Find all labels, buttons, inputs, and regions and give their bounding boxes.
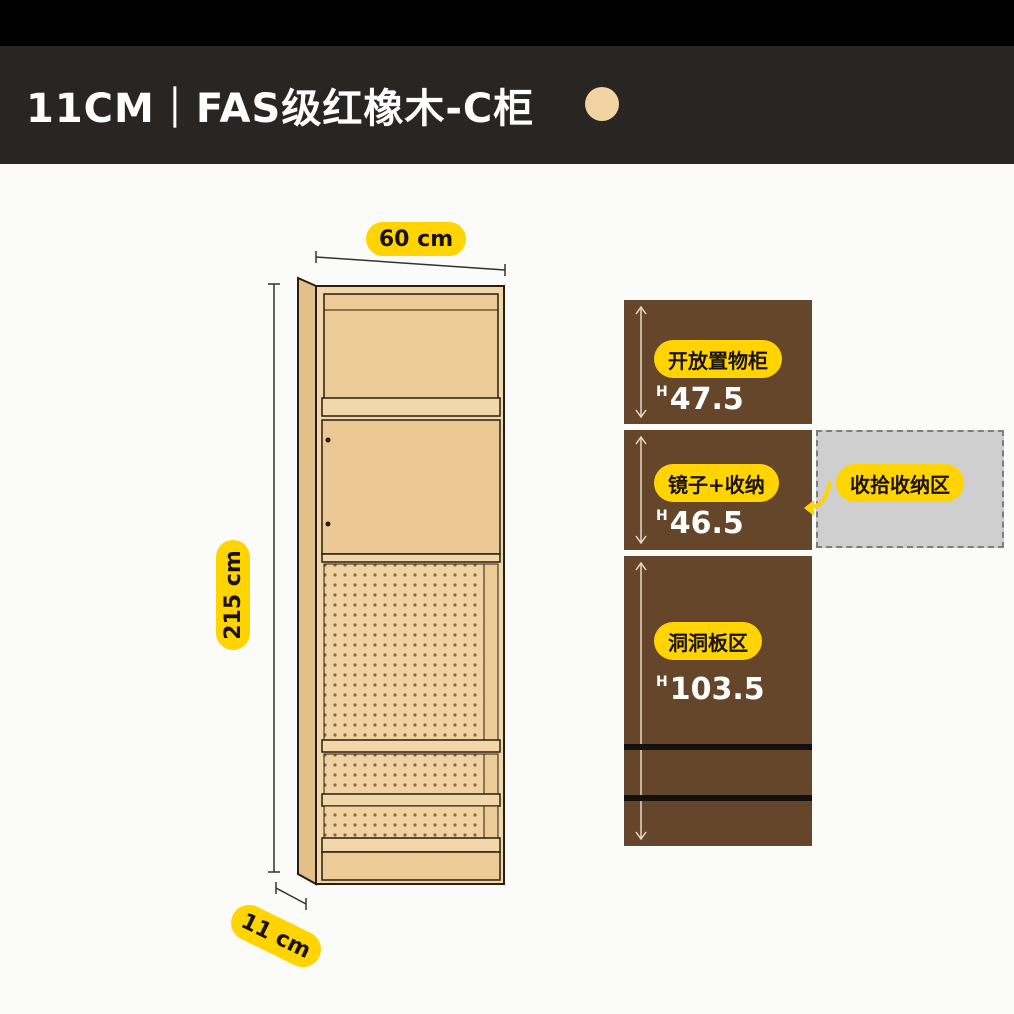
curved-arrow-icon: [804, 481, 832, 516]
color-swatch[interactable]: [585, 87, 619, 121]
depth-dimension-line: [275, 882, 307, 910]
section-panel-mirror: 镜子+收纳 H46.5: [624, 430, 812, 550]
cabinet-body: [297, 276, 505, 886]
height-dimension-line: [268, 283, 280, 873]
section-label: 镜子+收纳: [654, 464, 779, 502]
section-label: 洞洞板区: [654, 622, 762, 660]
header-bar: 11CM｜FAS级红橡木-C柜: [0, 46, 1014, 164]
divider-bar: [624, 795, 812, 801]
height-arrow-icon: [635, 435, 647, 545]
width-dimension-line: [315, 251, 506, 276]
section-height: H46.5: [656, 506, 744, 541]
section-height: H47.5: [656, 382, 744, 417]
width-label: 60 cm: [366, 222, 466, 256]
page-title: 11CM｜FAS级红橡木-C柜: [26, 86, 535, 132]
section-panel-pegboard: 洞洞板区 H103.5: [624, 556, 812, 846]
section-panel-open-shelf: 开放置物柜 H47.5: [624, 300, 812, 424]
section-height: H103.5: [656, 672, 765, 707]
top-strip: [0, 0, 1014, 46]
divider-bar: [624, 744, 812, 750]
storage-zone-label: 收拾收纳区: [836, 464, 964, 502]
height-arrow-icon: [635, 305, 647, 419]
section-label: 开放置物柜: [654, 340, 782, 378]
height-label: 215 cm: [216, 540, 250, 650]
height-arrow-icon: [635, 561, 647, 841]
storage-zone: 收拾收纳区: [816, 430, 1004, 548]
